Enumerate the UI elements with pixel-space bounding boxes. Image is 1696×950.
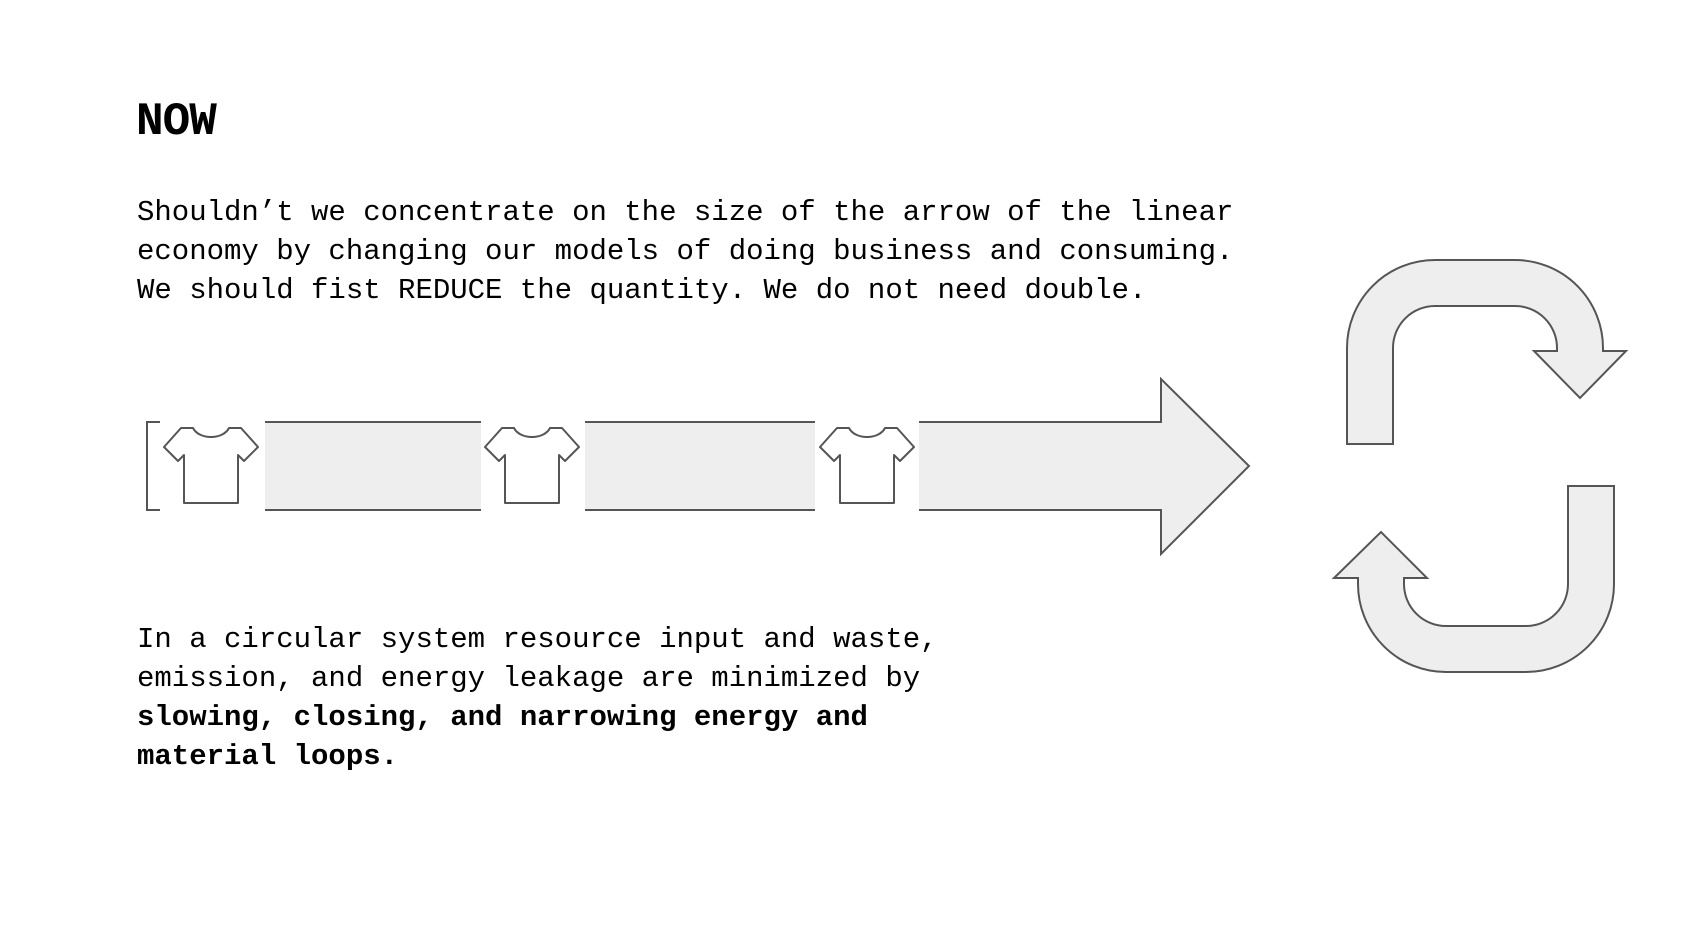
paragraph-line: Shouldn’t we concentrate on the size of … (137, 196, 1234, 229)
arrow-head (919, 376, 1251, 557)
paragraph-line: In a circular system resource input and … (137, 623, 938, 656)
circular-economy-arrows (1331, 259, 1629, 673)
linear-economy-paragraph: Shouldn’t we concentrate on the size of … (137, 193, 1233, 310)
linear-economy-arrow (146, 376, 1251, 557)
emphasis-line: slowing, closing, and narrowing energy a… (137, 701, 868, 734)
tshirt-icon (163, 427, 259, 504)
emphasis-line: material loops. (137, 740, 399, 773)
circular-arrow-bottom (1331, 485, 1615, 673)
paragraph-line: We should fist REDUCE the quantity. We d… (137, 274, 1147, 307)
paragraph-line: emission, and energy leakage are minimiz… (137, 662, 921, 695)
circular-arrow-top (1346, 259, 1629, 445)
arrow-segment-1 (265, 422, 481, 510)
tshirt-icon (819, 427, 915, 504)
arrow-start-bracket (146, 421, 160, 511)
tshirt-icon (484, 427, 580, 504)
slide-title: NOW (136, 96, 217, 148)
arrow-segment-2 (585, 422, 815, 510)
circular-system-paragraph: In a circular system resource input and … (137, 620, 938, 776)
paragraph-line: economy by changing our models of doing … (137, 235, 1234, 268)
